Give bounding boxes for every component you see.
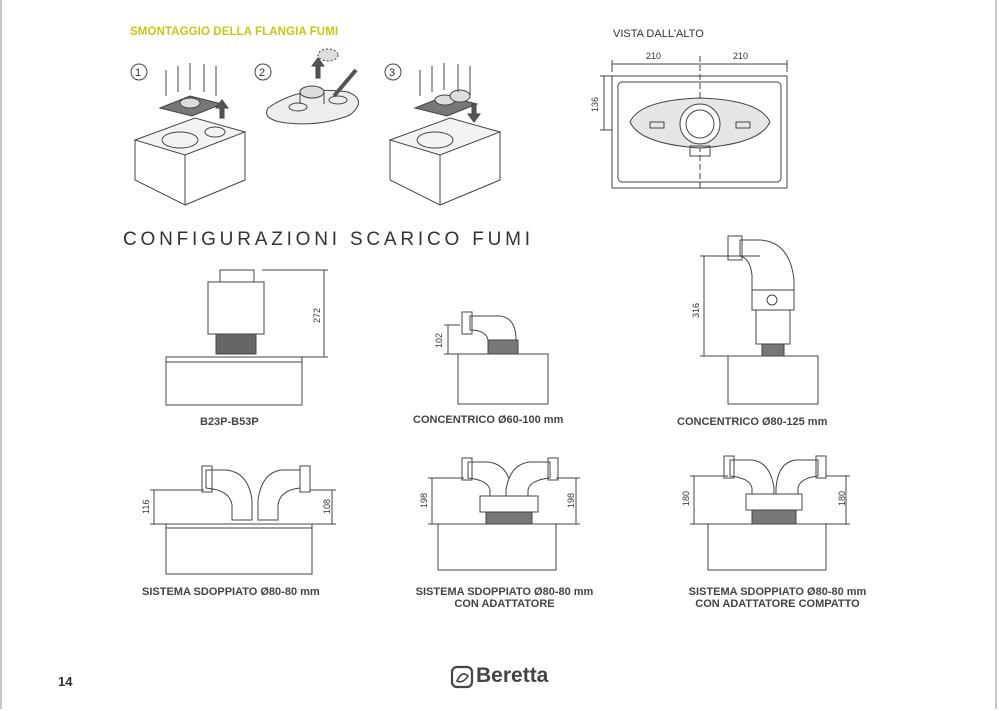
- config-split-adapter-dim-right: 198: [566, 493, 576, 508]
- caption-b23p: B23P-B53P: [200, 416, 259, 428]
- caption-concentric-80: CONCENTRICO Ø80-125 mm: [677, 416, 828, 428]
- config-b23p-drawing: [165, 269, 328, 406]
- page-number: 14: [58, 674, 73, 689]
- caption-split-adapter-line1: SISTEMA SDOPPIATO Ø80-80 mm: [415, 586, 594, 598]
- step-3-number: 3: [389, 67, 395, 79]
- config-split-compact-drawing: [690, 455, 850, 571]
- caption-concentric-60: CONCENTRICO Ø60-100 mm: [413, 414, 564, 426]
- main-title: CONFIGURAZIONI SCARICO FUMI: [123, 229, 534, 250]
- top-view-dim-right: 210: [733, 51, 748, 61]
- caption-split-compact-line2: CON ADATTATORE COMPATTO: [695, 598, 860, 610]
- top-view-title: VISTA DALL'ALTO: [613, 28, 704, 40]
- top-view-drawing: [600, 56, 788, 190]
- brand-name: Beretta: [476, 664, 549, 687]
- step-1-number: 1: [135, 67, 141, 79]
- section-title: SMONTAGGIO DELLA FLANGIA FUMI: [130, 26, 339, 38]
- step-1-marker: [130, 63, 148, 81]
- step-3-drawing: [388, 63, 502, 206]
- top-view-dim-left: 210: [646, 51, 661, 61]
- caption-split-compact-line1: SISTEMA SDOPPIATO Ø80-80 mm: [688, 586, 867, 598]
- top-view-dim-depth: 136: [590, 97, 600, 112]
- config-split-dim-right: 108: [322, 499, 332, 514]
- config-concentric-80-dim: 316: [691, 303, 701, 318]
- step-2-marker: [254, 63, 272, 81]
- step-3-marker: [384, 63, 402, 81]
- config-split-dim-left: 116: [141, 500, 151, 514]
- step-1-drawing: [133, 63, 247, 206]
- config-concentric-60-dim: 102: [434, 333, 444, 348]
- caption-split: SISTEMA SDOPPIATO Ø80-80 mm: [142, 586, 320, 598]
- config-split-drawing: [150, 465, 336, 575]
- step-2-number: 2: [259, 67, 265, 79]
- config-b23p-dim: 272: [312, 308, 322, 323]
- caption-split-adapter: SISTEMA SDOPPIATO Ø80-80 mm CON ADATTATO…: [402, 586, 607, 610]
- caption-split-adapter-line2: CON ADATTATORE: [454, 598, 555, 610]
- caption-split-compact: SISTEMA SDOPPIATO Ø80-80 mm CON ADATTATO…: [675, 586, 880, 610]
- config-split-compact-dim-right: 180: [837, 491, 847, 506]
- config-split-adapter-drawing: [428, 457, 580, 571]
- config-split-adapter-dim-left: 198: [419, 493, 429, 508]
- config-split-compact-dim-left: 180: [681, 491, 691, 506]
- step-2-drawing: [266, 48, 359, 125]
- config-concentric-80-drawing: [700, 235, 819, 405]
- config-concentric-60-drawing: [444, 311, 549, 405]
